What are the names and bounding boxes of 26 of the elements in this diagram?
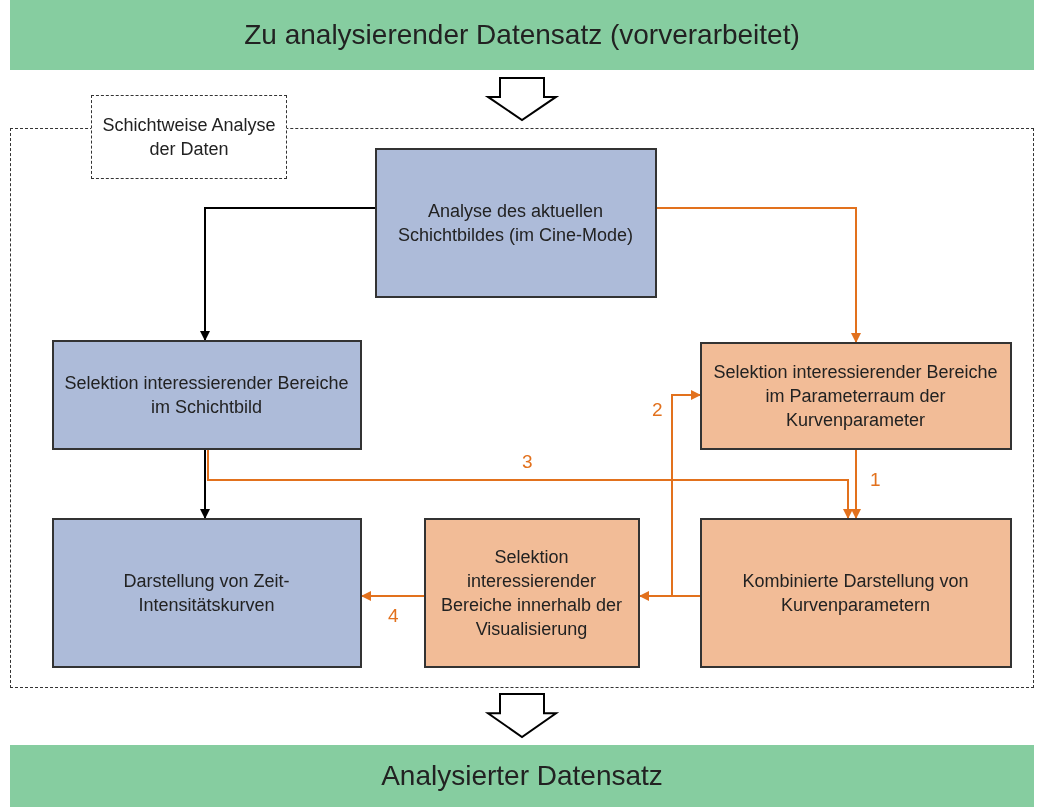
- box-text: Darstellung von Zeit-Intensitätskurven: [122, 569, 291, 617]
- box-text: Selektion interessierender Bereiche innerhalb der Visualisierung: [439, 545, 624, 641]
- arrow: [656, 207, 861, 343]
- band-title: Zu analysierender Datensatz (vorverarbeitet): [243, 19, 801, 51]
- box-text: Selektion interessierender Bereiche im Schichtbild: [63, 371, 350, 419]
- process-box: [374, 147, 657, 298]
- frame-heading: Schichtweise Analyse der Daten: [101, 114, 277, 161]
- block-arrow: [484, 693, 560, 739]
- arrow: [200, 449, 210, 519]
- arrow: [671, 390, 701, 597]
- process-box: [51, 517, 362, 668]
- arrow: [207, 449, 853, 519]
- process-box: [699, 341, 1012, 450]
- box-text: Analyse des aktuellen Schichtbildes (im Cine-Mode): [396, 199, 635, 247]
- band-title: Analysierter Datensatz: [380, 760, 664, 792]
- box-text: Selektion interessierender Bereiche im Parameterraum der Kurvenparameter: [712, 360, 999, 432]
- process-box: [699, 517, 1012, 668]
- dataset-band: [10, 0, 1034, 70]
- process-box: [51, 339, 362, 450]
- block-arrow: [484, 77, 560, 122]
- arrow: [200, 207, 376, 341]
- dataset-band: [10, 745, 1034, 807]
- arrow: [851, 449, 861, 519]
- arrow: [361, 591, 425, 601]
- process-box: [423, 517, 640, 668]
- box-text: Kombinierte Darstellung von Kurvenparametern: [741, 569, 970, 617]
